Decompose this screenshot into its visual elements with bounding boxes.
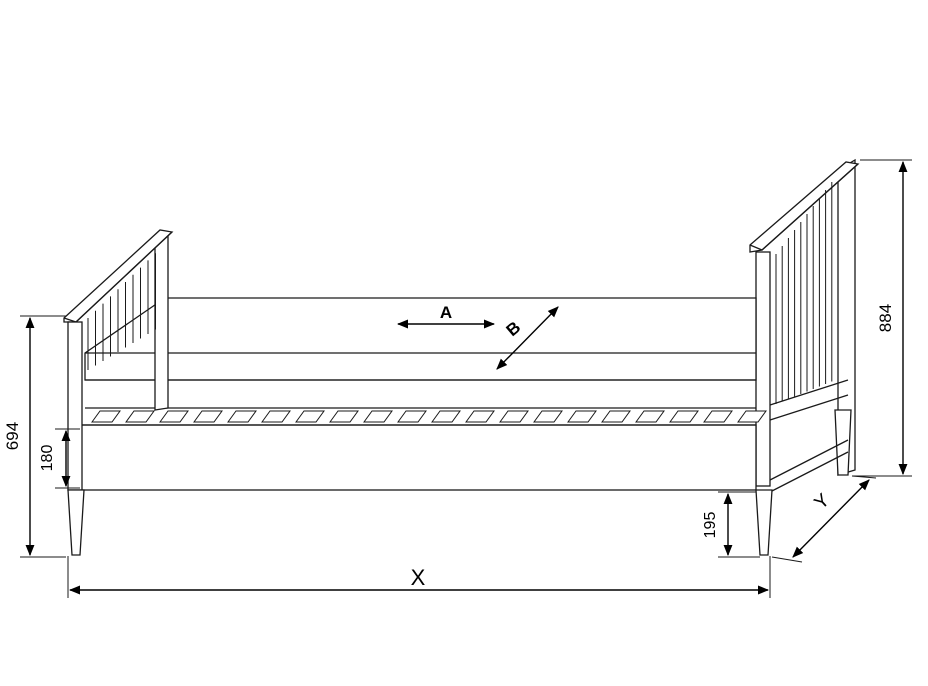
slat <box>465 410 495 423</box>
mattress <box>84 297 757 381</box>
slat <box>737 410 767 423</box>
width-label: Y <box>811 490 835 514</box>
slat <box>125 410 155 423</box>
leg-height-label: 195 <box>702 512 719 539</box>
slat <box>227 410 257 423</box>
slat <box>363 410 393 423</box>
head-height-label: 694 <box>3 422 22 450</box>
slat <box>635 410 665 423</box>
dimension-rail-height: 180 <box>39 428 80 489</box>
length-label: X <box>411 565 426 590</box>
slat <box>295 410 325 423</box>
mattress-a-label: A <box>440 303 452 322</box>
dimension-leg-height: 195 <box>702 491 760 558</box>
dimension-mattress-a: A <box>396 303 496 329</box>
dimension-foot-height: 884 <box>852 159 912 477</box>
slat <box>91 410 121 423</box>
dimension-width: Y <box>771 475 877 563</box>
slat <box>601 410 631 423</box>
slat <box>193 410 223 423</box>
slat <box>533 410 563 423</box>
slat-frame <box>85 379 767 423</box>
slat <box>159 410 189 423</box>
rail-height-label: 180 <box>39 445 56 472</box>
dimension-length: X <box>67 556 771 598</box>
legs <box>67 489 773 556</box>
short-footboard <box>63 229 174 491</box>
slat <box>669 410 699 423</box>
slat <box>329 410 359 423</box>
slat <box>703 410 733 423</box>
slat <box>567 410 597 423</box>
side-rail <box>79 424 757 491</box>
slat <box>431 410 461 423</box>
slat <box>261 410 291 423</box>
dimension-head-height: 694 <box>3 315 66 558</box>
foot-height-label: 884 <box>876 304 895 332</box>
slat <box>499 410 529 423</box>
slat <box>397 410 427 423</box>
tall-headboard <box>749 158 860 493</box>
